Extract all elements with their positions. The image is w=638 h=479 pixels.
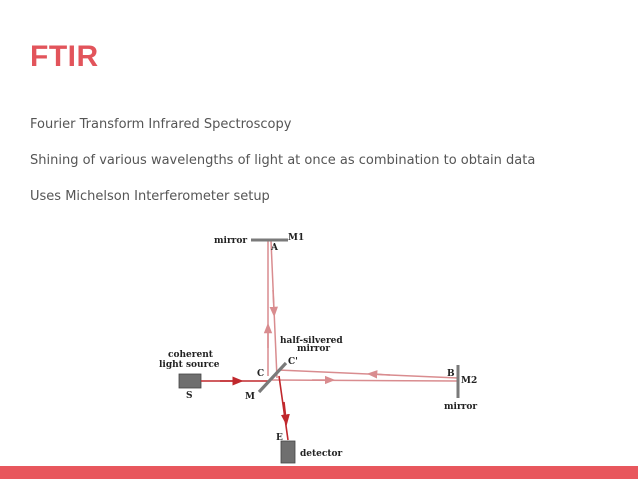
label-detector: detector	[300, 449, 343, 459]
slide-title: FTIR	[30, 40, 99, 73]
footer-bar	[0, 466, 638, 479]
bullet-item: Shining of various wavelengths of light …	[30, 153, 536, 168]
label-light-source: light source	[159, 360, 220, 370]
light-source-box	[178, 373, 202, 389]
label-e: E	[276, 433, 283, 443]
detector-arrow	[280, 401, 290, 426]
label-m: M	[245, 392, 255, 402]
beam-down-arrow	[269, 289, 278, 318]
label-c: C	[257, 369, 264, 379]
beam-to-m2-lower	[271, 379, 459, 382]
label-mirror-right: mirror	[444, 402, 477, 412]
label-m1: M1	[288, 233, 304, 243]
half-silvered-mirror	[257, 361, 288, 394]
label-b: B	[447, 369, 455, 379]
beam-left-arrow	[366, 370, 391, 379]
label-c-prime: C'	[288, 357, 298, 367]
label-mirror-top: mirror	[214, 236, 247, 246]
label-s: S	[186, 391, 193, 401]
bullet-item: Uses Michelson Interferometer setup	[30, 189, 270, 204]
beam-to-detector	[278, 375, 289, 441]
label-half-silvered: half-silvered	[280, 336, 343, 346]
detector-box	[280, 440, 296, 464]
beam-to-m2-upper	[277, 369, 459, 379]
label-m2: M2	[461, 376, 477, 386]
label-a: A	[270, 243, 279, 253]
label-coherent: coherent	[168, 350, 214, 360]
bullet-item: Fourier Transform Infrared Spectroscopy	[30, 117, 292, 132]
label-half-silvered-mirror: mirror	[297, 344, 330, 354]
